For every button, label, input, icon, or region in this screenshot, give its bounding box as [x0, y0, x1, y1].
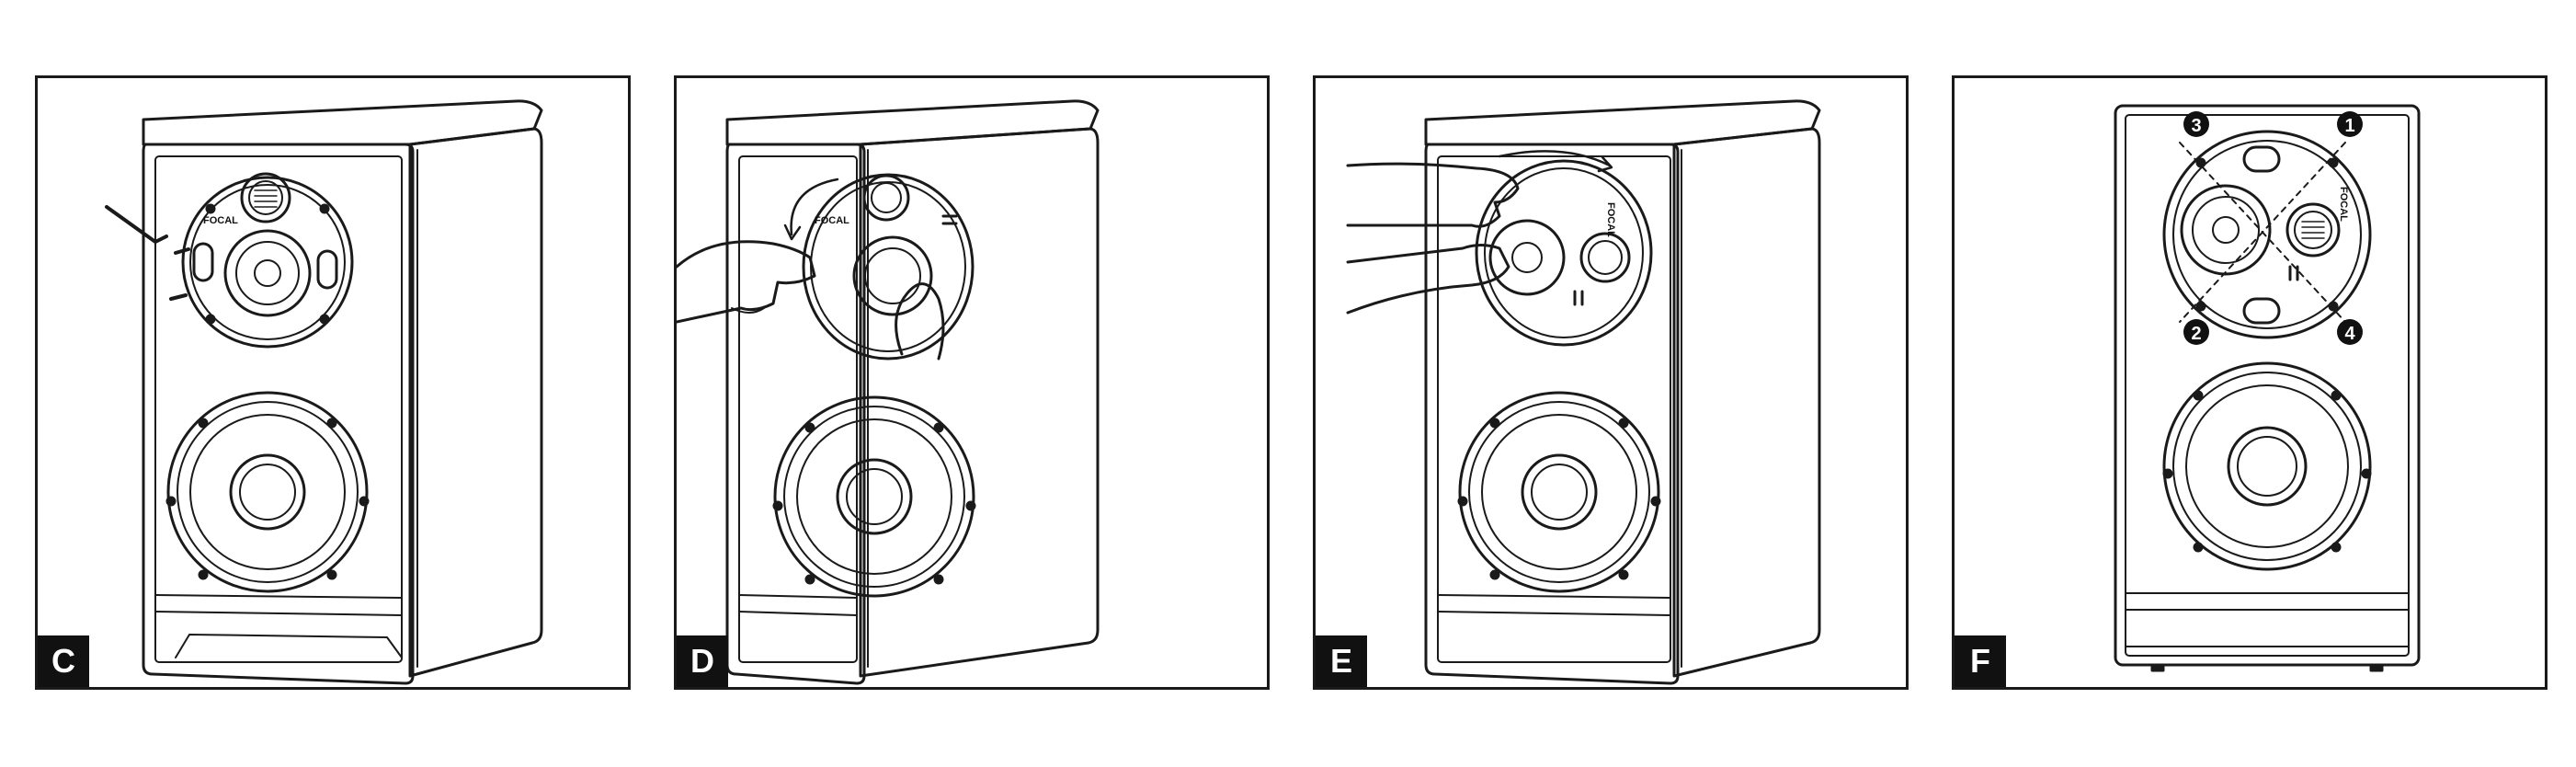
panel-step-e: FOCAL E [1313, 75, 1909, 690]
step-label-c: C [38, 635, 89, 687]
brand-logo-text: FOCAL [203, 215, 238, 226]
panel-step-f: 3 1 2 4 FOCAL F [1952, 75, 2548, 690]
panel-step-d: FOCAL D [674, 75, 1270, 690]
screw-number-4: 4 [2344, 324, 2355, 344]
screw-number-3-marker: 3 [2183, 111, 2209, 137]
step-label-f: F [1955, 635, 2006, 687]
step-label-d: D [677, 635, 728, 687]
speaker-removing-plate-illustration: FOCAL [677, 99, 1100, 685]
speaker-front-view-screw-order-illustration: 3 1 2 4 FOCAL [2114, 104, 2421, 672]
screw-number-2-marker: 2 [2183, 319, 2209, 345]
speaker-with-allen-key-illustration: FOCAL [105, 99, 543, 685]
screw-number-4-marker: 4 [2337, 319, 2363, 345]
screw-number-1: 1 [2344, 116, 2354, 136]
speaker-rotated-plate-illustration: FOCAL [1346, 99, 1821, 685]
step-label-e: E [1316, 635, 1367, 687]
brand-logo-text: FOCAL [1605, 202, 1616, 237]
screw-number-3: 3 [2191, 116, 2201, 136]
brand-logo-text: FOCAL [2338, 187, 2349, 222]
screw-number-1-marker: 1 [2337, 111, 2363, 137]
brand-logo-text: FOCAL [815, 215, 849, 226]
screw-number-2: 2 [2191, 324, 2201, 344]
panel-step-c: FOCAL C [35, 75, 631, 690]
